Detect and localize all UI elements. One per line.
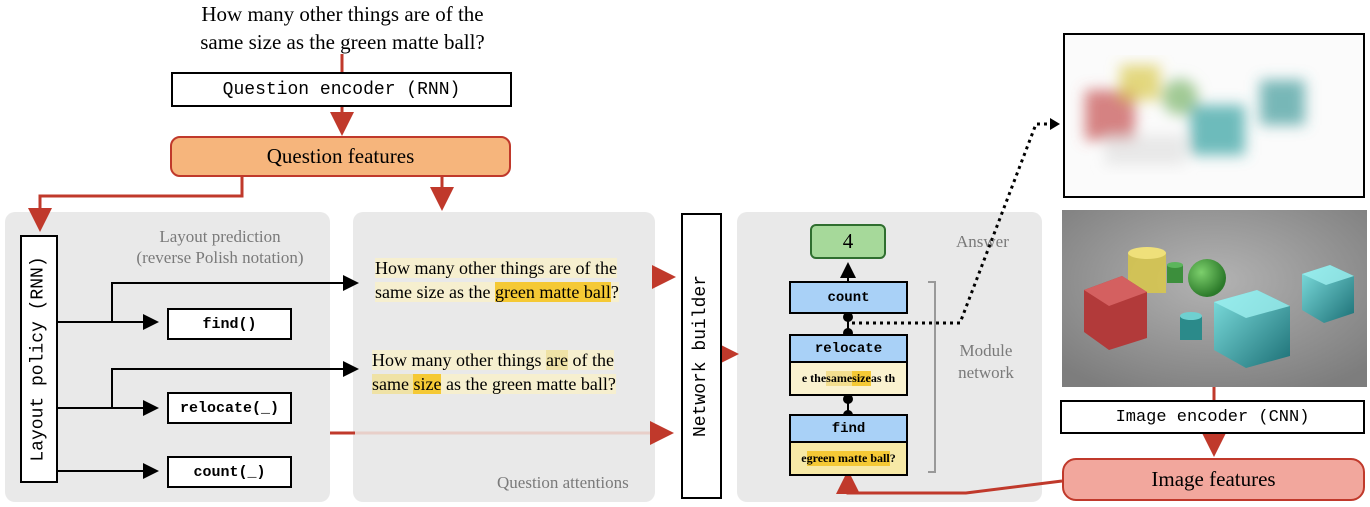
attention-relocate-post2: as the green matte ball? <box>441 374 616 394</box>
question-attentions-label: Question attentions <box>497 473 629 492</box>
attention-find-line-1: How many other things are of the <box>375 258 617 278</box>
relocate-strip-word-same: same <box>826 371 853 386</box>
answer-value: 4 <box>842 229 854 253</box>
network-builder-box: Network builder <box>681 213 722 499</box>
relocate-module: relocate <box>789 334 908 363</box>
attention-find: How many other things are of the same si… <box>375 256 619 304</box>
attention-relocate-highlight: size <box>413 374 442 394</box>
module-network-line-1: Module <box>959 341 1013 360</box>
attention-relocate-post1: of the <box>567 350 614 370</box>
find-module: find <box>789 414 908 443</box>
input-question: How many other things are of the same si… <box>150 0 535 56</box>
arrow-image-features-to-find <box>836 470 1063 495</box>
node-count-bottom <box>843 312 853 322</box>
layout-policy-box: Layout policy (RNN) <box>20 235 58 483</box>
relocate-strip-pre: e the <box>801 371 827 385</box>
arrow-features-to-layout <box>28 176 244 232</box>
attention-relocate-pre1: How many other things <box>372 350 546 370</box>
find-module-label: find <box>831 420 866 437</box>
image-encoder-box: Image encoder (CNN) <box>1060 400 1365 434</box>
image-encoder-label: Image encoder (CNN) <box>1115 407 1310 427</box>
answer-label: Answer <box>956 232 1009 251</box>
find-attention-strip: e green matte ball ? <box>789 441 908 476</box>
relocate-attention-strip: e the same size as th <box>789 361 908 396</box>
arrow-relocate-to-attention2 <box>111 361 359 408</box>
network-builder-label: Network builder <box>691 274 712 438</box>
arrow-find-to-attention1 <box>111 275 359 322</box>
attention-map-graphic <box>1085 65 1305 165</box>
attention-relocate: How many other things are of the same si… <box>372 348 616 396</box>
find-function-label: find() <box>202 315 257 333</box>
find-strip-pre: e <box>801 451 807 465</box>
layout-prediction-line-1: Layout prediction <box>159 227 281 246</box>
module-network-line-2: network <box>958 363 1014 382</box>
attention-find-post: ? <box>610 282 619 302</box>
scene-graphic <box>1062 210 1367 387</box>
find-function-box: find() <box>167 308 292 340</box>
attention-find-pre: same size as the <box>375 282 495 302</box>
find-strip-highlight: green matte ball <box>806 451 890 466</box>
dotted-attention-link <box>852 122 1052 325</box>
question-encoder-box: Question encoder (RNN) <box>171 72 512 107</box>
question-features-label: Question features <box>266 144 415 168</box>
attention-relocate-pre2: same <box>372 374 414 394</box>
count-module-label: count <box>827 289 870 306</box>
layout-policy-label: Layout policy (RNN) <box>29 256 50 462</box>
attention-relocate-mid1: are <box>545 350 568 370</box>
question-encoder-label: Question encoder (RNN) <box>222 79 461 100</box>
question-features-box: Question features <box>170 136 511 177</box>
count-function-box: count(_) <box>167 456 292 488</box>
relocate-function-label: relocate(_) <box>179 399 280 417</box>
question-line-2: same size as the green matte ball? <box>200 30 485 54</box>
answer-box: 4 <box>810 224 886 259</box>
relocate-module-label: relocate <box>814 340 883 357</box>
count-module: count <box>789 281 908 314</box>
module-network-label: Module network <box>951 340 1021 384</box>
attention-map-image <box>1063 33 1365 198</box>
relocate-function-box: relocate(_) <box>167 392 292 424</box>
layout-prediction-panel <box>5 212 330 502</box>
image-features-box: Image features <box>1062 458 1365 501</box>
count-function-label: count(_) <box>193 463 266 481</box>
scene-image <box>1062 210 1367 387</box>
node-relocate-bottom <box>843 394 853 404</box>
find-strip-post: ? <box>889 451 896 465</box>
layout-prediction-line-2: (reverse Polish notation) <box>136 248 304 267</box>
attention-find-highlight: green matte ball <box>494 282 611 302</box>
image-features-label: Image features <box>1151 467 1276 491</box>
relocate-strip-post: as th <box>870 371 896 385</box>
relocate-strip-word-size: size <box>852 371 871 386</box>
layout-prediction-label: Layout prediction (reverse Polish notati… <box>120 226 320 268</box>
question-line-1: How many other things are of the <box>201 2 484 26</box>
module-network-bracket <box>928 281 936 473</box>
